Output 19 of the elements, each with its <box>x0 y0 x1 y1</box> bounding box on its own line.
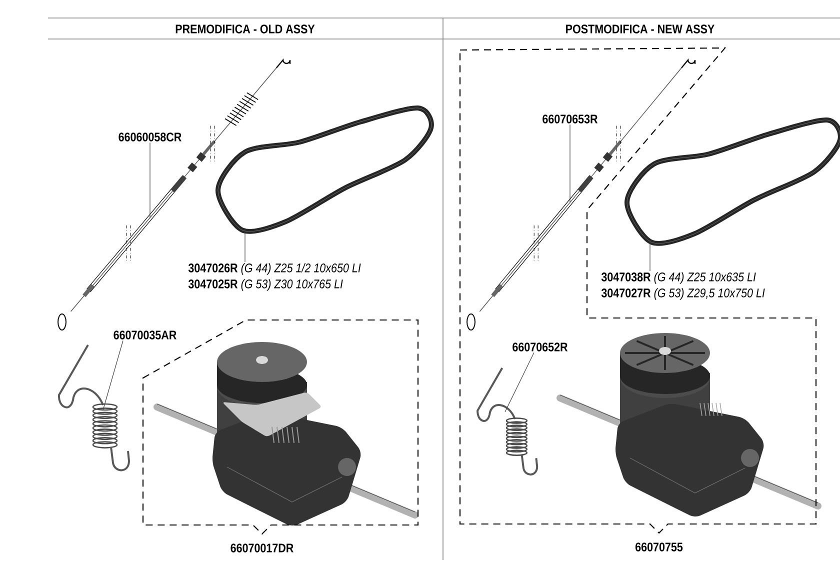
spring-drawing <box>476 368 538 476</box>
part-number: 66070755 <box>635 542 683 552</box>
column-header: PREMODIFICA - OLD ASSY <box>176 24 315 34</box>
cable-drawing <box>126 174 187 246</box>
column-header: POSTMODIFICA - NEW ASSY <box>566 24 714 34</box>
cable-drawing <box>534 174 594 246</box>
belt-drawing <box>624 118 840 246</box>
part-number: 66070652R <box>512 342 568 352</box>
leader-line <box>504 352 534 412</box>
part-number: 66070653R <box>542 114 598 124</box>
part-number: 66060058CR <box>118 132 182 142</box>
spring-drawing <box>58 344 130 472</box>
leader-line <box>244 228 246 262</box>
belt-drawing <box>216 106 434 234</box>
leader-line <box>102 340 124 410</box>
part-number: 66070035AR <box>114 330 176 340</box>
part-list: 3047026R (G 44) Z25 1/2 10x650 LI 3047025R (G 53) Z30 10x765 LI <box>188 263 361 291</box>
part-list: 3047038R (G 44) Z25 10x635 LI 3047027R (G 53) Z29,5 10x750 LI <box>601 272 765 300</box>
part-number: 66070017DR <box>230 544 294 552</box>
